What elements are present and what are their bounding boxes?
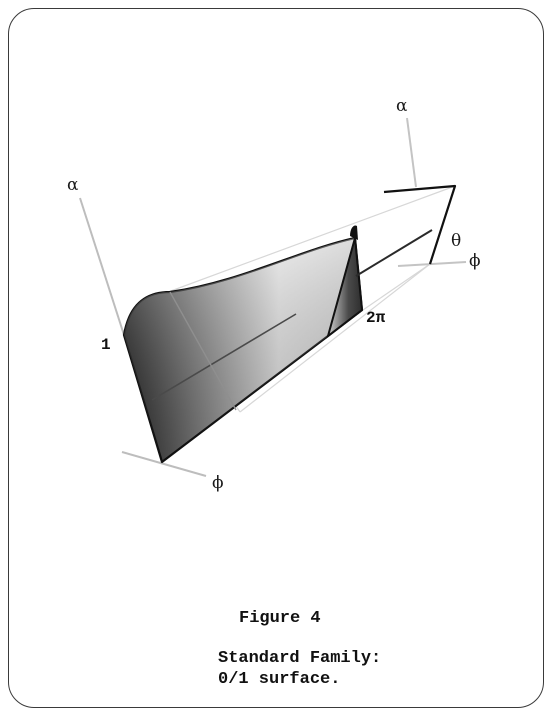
one-label: 1: [101, 336, 111, 354]
surface-shade: [124, 238, 362, 462]
theta-label: θ: [451, 231, 461, 251]
cross-section-triangle: [383, 184, 457, 265]
phi-bottom-label: ϕ: [212, 473, 224, 493]
figure-title: Figure 4: [239, 609, 321, 628]
alpha-right-label: α: [396, 96, 408, 116]
surface-tip: [350, 225, 358, 240]
caption-line-2: 0/1 surface.: [218, 670, 341, 689]
right-axes: [397, 117, 467, 267]
central-axis: [151, 229, 433, 401]
caption-line-1: Standard Family:: [218, 649, 382, 668]
left-axes: [79, 197, 207, 477]
two-pi-label: 2π: [366, 309, 386, 327]
alpha-left-label: α: [67, 175, 79, 195]
phi-right-label: ϕ: [469, 251, 481, 271]
surface-grid: [169, 291, 237, 411]
